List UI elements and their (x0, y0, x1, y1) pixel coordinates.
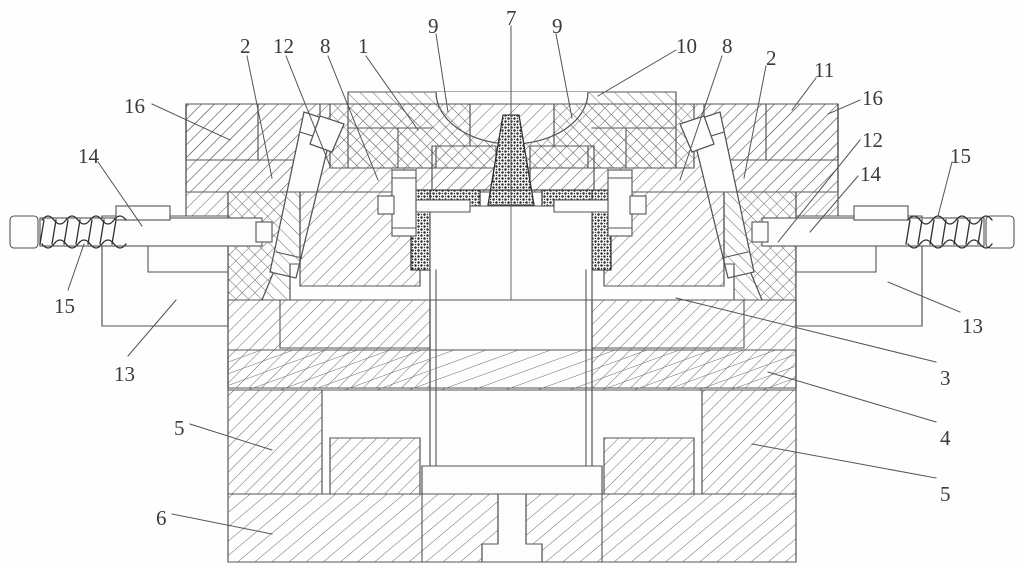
leader-line-11 (791, 77, 817, 111)
middle-slide-band (227, 191, 797, 301)
leader-line-14 (809, 175, 859, 233)
callout-label-9: 9 (428, 14, 439, 38)
core-rod-7 (429, 204, 593, 471)
callout-label-6: 6 (156, 506, 167, 530)
leader-line-13 (127, 299, 177, 357)
callout-label-5: 5 (174, 416, 185, 440)
callout-label-1: 1 (358, 34, 369, 58)
leader-line-2 (246, 55, 273, 179)
ejector-pin-left (377, 169, 417, 237)
leader-line-13 (887, 281, 961, 313)
callout-label-13: 13 (114, 362, 135, 386)
leader-line-8 (679, 55, 723, 181)
callout-label-15: 15 (950, 144, 971, 168)
spacer-block-5-left (227, 389, 323, 495)
callout-label-3: 3 (940, 366, 951, 390)
callout-label-8: 8 (722, 34, 733, 58)
callout-label-4: 4 (940, 426, 951, 450)
callout-label-13: 13 (962, 314, 983, 338)
leader-line-3 (675, 297, 937, 363)
cavity-insert-9-left (431, 145, 497, 193)
callout-label-2: 2 (240, 34, 251, 58)
cavity-insert-9-right (529, 145, 595, 193)
return-spring-15-right (905, 215, 993, 249)
leader-line-5 (189, 423, 273, 451)
callout-label-12: 12 (273, 34, 294, 58)
callout-label-16: 16 (862, 86, 883, 110)
callout-label-8: 8 (320, 34, 331, 58)
leader-line-6 (171, 513, 273, 535)
callout-label-9: 9 (552, 14, 563, 38)
leader-line-12 (285, 55, 331, 167)
angled-guide-pin-8-right (679, 115, 715, 153)
leader-line-12 (777, 139, 861, 243)
callout-label-7: 7 (506, 6, 517, 30)
spacer-block-5-right (701, 389, 797, 495)
leader-line-8 (327, 55, 379, 181)
leader-line-5 (751, 443, 937, 479)
callout-label-11: 11 (814, 58, 835, 82)
side-block-11-left (185, 103, 259, 161)
leader-line-9 (555, 33, 573, 119)
leader-line-15 (937, 161, 953, 217)
return-spring-15-left (39, 215, 127, 249)
ejector-shafts (415, 199, 609, 213)
support-plate-4 (227, 349, 797, 391)
base-plate-6 (227, 493, 797, 563)
ejector-plate-assembly (329, 437, 695, 561)
ejector-pin-right (607, 169, 647, 237)
side-block-11-right (765, 103, 839, 161)
guide-bolt-14-left (9, 205, 273, 249)
callout-leader-lines (67, 25, 961, 535)
leader-line-14 (97, 161, 143, 227)
leader-line-2 (743, 65, 767, 179)
leader-line-16 (827, 99, 861, 115)
leader-line-4 (767, 371, 937, 423)
leader-line-1 (365, 55, 419, 131)
callout-label-2: 2 (766, 46, 777, 70)
callout-label-5: 5 (940, 482, 951, 506)
callout-label-12: 12 (862, 128, 883, 152)
leader-line-9 (435, 33, 449, 113)
leader-line-16 (151, 103, 231, 141)
angled-guide-pin-8-left (309, 115, 345, 153)
callout-label-10: 10 (676, 34, 697, 58)
callout-label-14: 14 (78, 144, 99, 168)
callout-label-15: 15 (54, 294, 75, 318)
leader-line-15 (67, 243, 85, 291)
callout-label-16: 16 (124, 94, 145, 118)
leader-line-10 (597, 49, 677, 97)
callout-label-14: 14 (860, 162, 881, 186)
